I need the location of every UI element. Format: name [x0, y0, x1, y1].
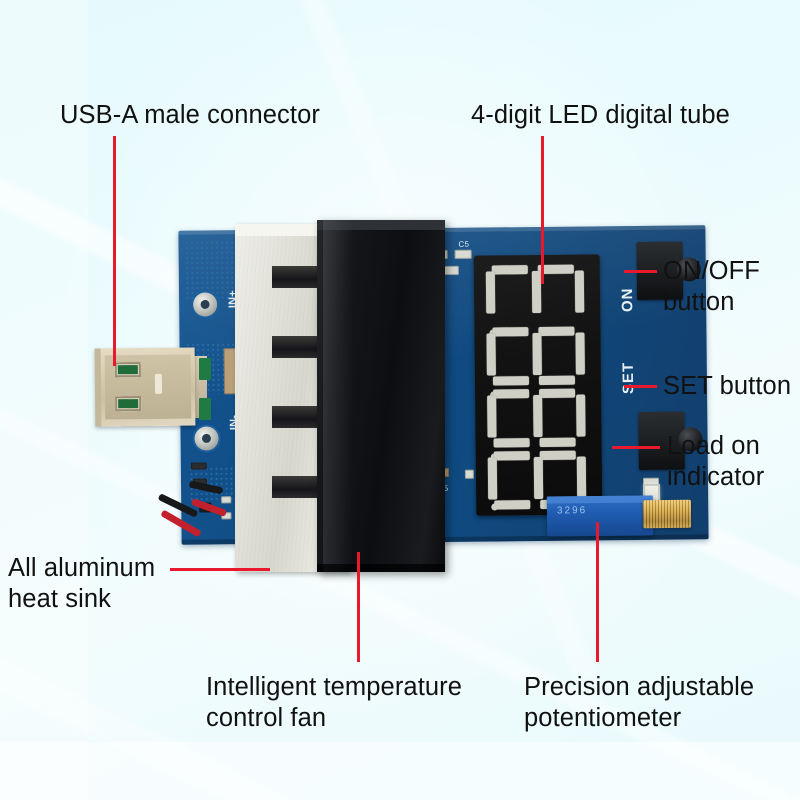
input-negative-pad [194, 426, 219, 451]
smd-resistor [190, 462, 207, 470]
label-adjustable-potentiometer: Precision adjustable potentiometer [524, 673, 755, 732]
label-load-on-indicator: Load on indicator [667, 432, 765, 491]
smd-component [454, 249, 472, 259]
leader-line-heat-sink [170, 568, 270, 571]
label-on-off-button: ON/OFF button [663, 257, 760, 316]
smd-component [221, 496, 232, 504]
label-led-digital-tube: 4-digit LED digital tube [471, 101, 730, 129]
label-aluminum-heat-sink: All aluminum heat sink [8, 554, 156, 613]
label-usb-a-male-connector: USB-A male connector [60, 101, 320, 129]
smd-component [464, 469, 474, 479]
input-positive-pad [193, 292, 218, 317]
leader-line-potentiometer [596, 522, 599, 662]
temperature-control-fan [317, 220, 445, 572]
led-digital-tube [473, 254, 603, 516]
leader-line-load-indicator [612, 446, 660, 449]
pad-hole [200, 299, 210, 310]
pcb-green-tab [199, 358, 211, 380]
pcb-green-tab [199, 398, 211, 420]
leader-line-set [624, 385, 657, 388]
leader-line-usb [113, 136, 116, 366]
pad-hole [201, 433, 212, 444]
led-decimal-point [491, 503, 499, 511]
led-digit [487, 388, 586, 448]
background-bottom-band [0, 742, 800, 800]
leader-line-fan [357, 552, 360, 662]
leader-line-on-off [624, 270, 657, 273]
usb-alignment-notch [154, 373, 163, 394]
silk-on: ON [618, 287, 637, 313]
led-digit [485, 264, 585, 322]
silk-c5: C5 [458, 239, 470, 249]
label-set-button: SET button [663, 372, 792, 400]
device-assembly: IN+ IN- R25 R24 C5 R40 [94, 220, 709, 578]
screw-knurling [642, 499, 692, 529]
usb-connector-lip [94, 348, 102, 427]
usb-a-male-connector [94, 347, 196, 427]
usb-contact [114, 362, 141, 378]
fan-sheen [323, 220, 353, 572]
led-digit [486, 326, 585, 386]
fan-top-edge [317, 220, 445, 230]
label-temperature-control-fan: Intelligent temperature control fan [206, 673, 463, 732]
usb-contact [115, 396, 142, 412]
potentiometer-adjust-screw[interactable] [642, 499, 692, 529]
potentiometer-top-face [546, 495, 653, 504]
leader-line-led-tube [541, 136, 544, 284]
fan-bottom-edge [317, 564, 445, 572]
potentiometer-marking: 3296 [556, 505, 588, 517]
adjustable-potentiometer[interactable]: 3296 [546, 495, 654, 537]
silk-set: SET [619, 361, 638, 395]
